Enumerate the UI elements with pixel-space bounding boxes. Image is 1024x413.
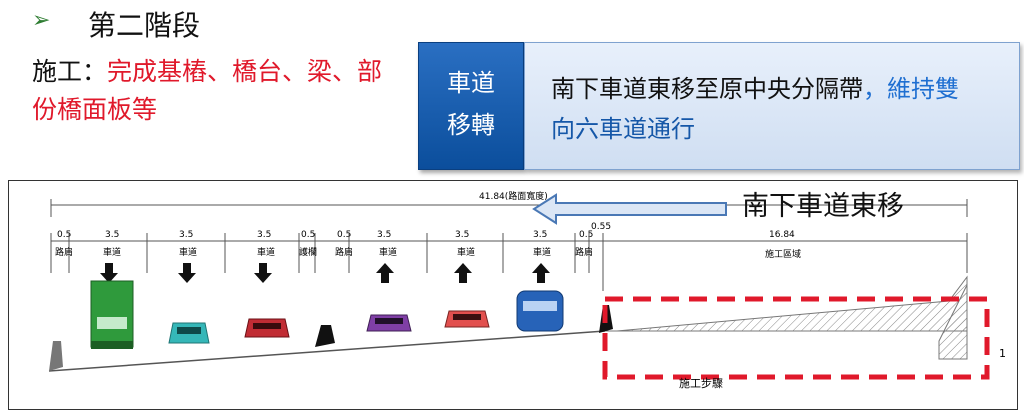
description-part-2: ，維持雙 <box>863 75 959 103</box>
car-pink <box>444 310 490 328</box>
bottom-note: 施工步驟 <box>679 377 723 390</box>
car-red <box>244 318 290 338</box>
construction-line-1: 施工：完成基樁、橋台、梁、部 <box>32 54 382 90</box>
shift-arrow-label: 南下車道東移 <box>742 191 904 222</box>
description-line-1: 南下車道東移至原中央分隔帶，維持雙 <box>551 69 959 104</box>
arrow-down-2 <box>178 263 196 283</box>
lane-dim-11: 16.84 <box>769 230 795 240</box>
arrow-down-1 <box>100 263 118 283</box>
construction-highlight-box <box>602 296 990 380</box>
lane-shift-tag: 車道 移轉 <box>418 42 524 170</box>
lane-dim-9: 0.5 <box>579 230 593 240</box>
construction-text-1: 完成基樁、橋台、梁、部 <box>107 57 383 86</box>
car-purple <box>366 314 412 332</box>
lane-dim-2: 3.5 <box>179 230 193 240</box>
lane-label-9: 路肩 <box>575 246 593 258</box>
lane-label-6: 車道 <box>379 246 397 258</box>
bullet-arrow-icon: ➢ <box>32 8 51 33</box>
lane-label-2: 車道 <box>179 246 197 258</box>
truck-green <box>90 280 134 349</box>
lane-labels: 路肩 車道 車道 車道 護欄 路肩 車道 車道 車道 路肩 施工區域 <box>55 246 801 260</box>
lane-label-3: 車道 <box>257 246 275 258</box>
lane-dim-0: 0.5 <box>57 230 71 240</box>
description-part-1: 南下車道東移至原中央分隔帶 <box>551 75 863 103</box>
construction-label: 施工： <box>32 57 108 86</box>
construction-line-2: 份橋面板等 <box>32 95 158 124</box>
stage-title: 第二階段 <box>88 9 201 42</box>
description-line-2: 向六車道通行 <box>551 115 695 143</box>
left-barrier <box>49 341 63 371</box>
lane-dim-7: 3.5 <box>455 230 469 240</box>
arrow-up-3 <box>532 263 550 283</box>
lane-dim-4: 0.5 <box>301 230 315 240</box>
right-mark: 1 <box>999 347 1006 360</box>
cross-section-svg: 41.84(路面寬度) 0.5 3.5 3.5 3.5 0.5 0.5 3.5 … <box>48 190 1006 390</box>
lane-dim-6: 3.5 <box>377 230 391 240</box>
bus-blue <box>516 290 564 332</box>
lane-label-10: 施工區域 <box>765 248 801 260</box>
tag-line-2: 移轉 <box>447 111 495 139</box>
arrow-up-2 <box>454 263 472 283</box>
car-teal <box>168 322 210 344</box>
lane-label-4: 護欄 <box>299 246 317 258</box>
lane-label-5: 路肩 <box>335 246 353 258</box>
lane-dim-1: 3.5 <box>105 230 119 240</box>
lane-dim-5: 0.5 <box>337 230 351 240</box>
arrow-up-1 <box>376 263 394 283</box>
arrow-down-3 <box>254 263 272 283</box>
lane-dim-10: 0.55 <box>591 222 611 232</box>
description-box: 南下車道東移至原中央分隔帶，維持雙 向六車道通行 <box>524 42 1020 170</box>
cross-section-diagram: 41.84(路面寬度) 0.5 3.5 3.5 3.5 0.5 0.5 3.5 … <box>8 180 1018 410</box>
construction-section <box>616 275 968 360</box>
median-barrier <box>315 325 335 347</box>
lane-ticks <box>50 233 968 291</box>
shift-arrow-icon <box>532 193 727 225</box>
tag-line-1: 車道 <box>447 69 495 97</box>
lane-dim-3: 3.5 <box>257 230 271 240</box>
lane-dimensions: 0.5 3.5 3.5 3.5 0.5 0.5 3.5 3.5 3.5 0.5 … <box>57 222 795 240</box>
lane-label-1: 車道 <box>103 246 121 258</box>
top-dimension-text: 41.84(路面寬度) <box>479 190 548 202</box>
lane-label-7: 車道 <box>457 246 475 258</box>
lane-dim-8: 3.5 <box>533 230 547 240</box>
direction-arrows <box>100 263 550 283</box>
lane-label-0: 路肩 <box>55 246 73 258</box>
lane-label-8: 車道 <box>533 246 551 258</box>
road-surface-line <box>48 330 606 372</box>
